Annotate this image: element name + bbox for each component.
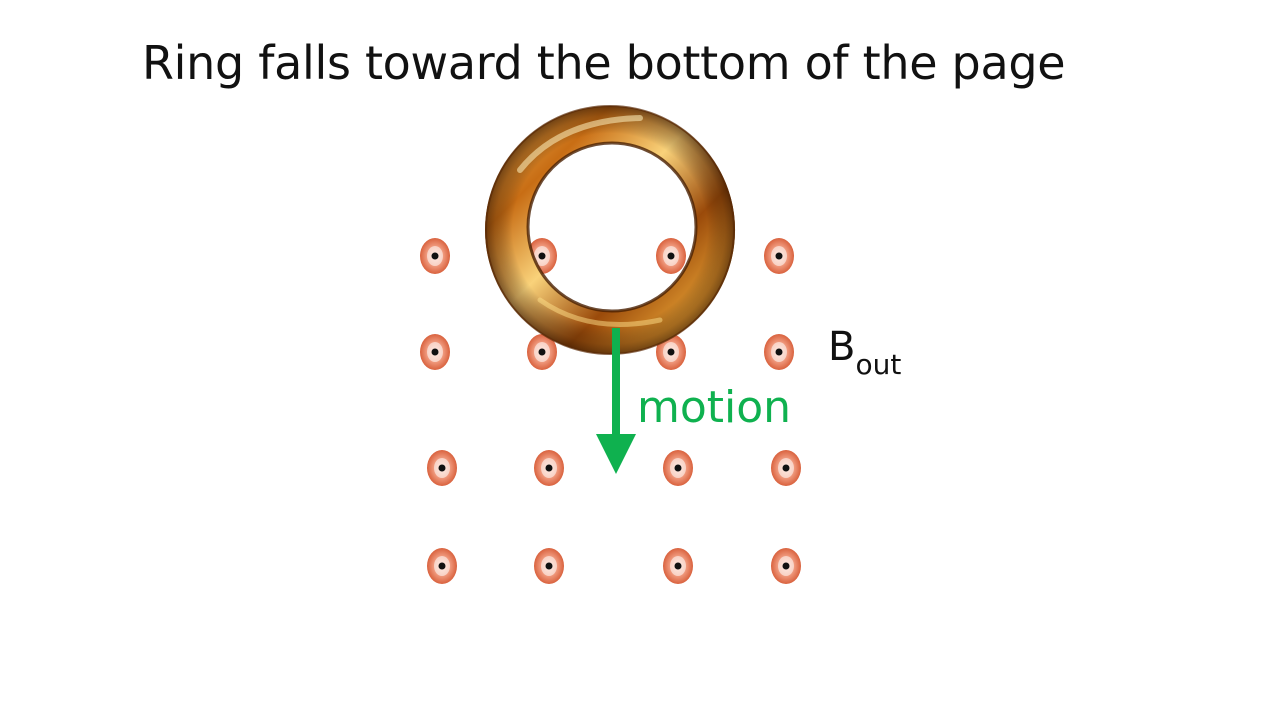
field-dot-icon [771, 548, 801, 584]
field-dot-icon [420, 238, 450, 274]
field-dot-icon [771, 450, 801, 486]
field-dot-icon [764, 334, 794, 370]
field-dot-icon [534, 450, 564, 486]
field-symbol: B [828, 324, 856, 370]
field-dot-icon [427, 548, 457, 584]
field-dot-icon [534, 548, 564, 584]
slide-title: Ring falls toward the bottom of the page [142, 36, 1066, 90]
field-grid [420, 238, 801, 584]
field-subscript: out [855, 348, 902, 381]
field-dot-icon [427, 450, 457, 486]
field-dot-icon [420, 334, 450, 370]
field-dot-icon [663, 450, 693, 486]
motion-arrow-icon [596, 328, 636, 474]
field-dot-icon [663, 548, 693, 584]
field-dot-icon [656, 238, 686, 274]
motion-label: motion [637, 382, 792, 433]
magnetic-field-label: Bout [828, 324, 901, 381]
field-dot-icon [656, 334, 686, 370]
field-dot-icon [764, 238, 794, 274]
field-dot-icon [527, 334, 557, 370]
ring-icon [485, 105, 736, 355]
